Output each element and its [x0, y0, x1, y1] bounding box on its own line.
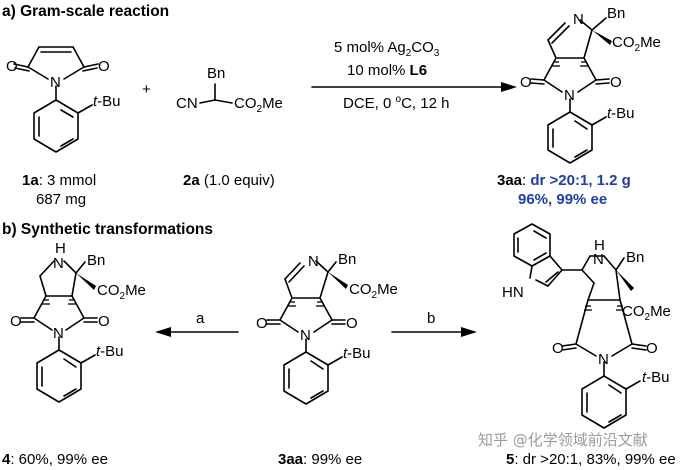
label-3aa-yield: 96%, 99% ee: [518, 191, 607, 208]
atom-O: O: [646, 340, 658, 357]
arrow-b-label: b: [427, 310, 435, 327]
atom-H: H: [55, 240, 66, 257]
atom-Bn: Bn: [626, 249, 644, 266]
atom-N: N: [593, 251, 604, 268]
transformation-arrow-a: [155, 327, 239, 337]
atom-O: O: [6, 58, 18, 75]
atom-O: O: [610, 74, 622, 91]
compound-4-structure: H N Bn CO2Me O O N t-Bu: [10, 240, 146, 403]
atom-Bn: Bn: [207, 65, 225, 82]
atom-N: N: [564, 87, 575, 104]
compound-2a-structure: Bn CN CO2Me: [176, 65, 283, 115]
tbu-label: t-Bu: [343, 345, 371, 362]
ester-label: CO2Me: [234, 95, 283, 115]
compound-1a-structure: O O N t-Bu: [6, 46, 121, 153]
atom-O: O: [98, 313, 110, 330]
tbu-label: t-Bu: [642, 369, 670, 386]
atom-N: N: [573, 11, 584, 28]
atom-N: N: [50, 74, 61, 91]
tbu-label: t-Bu: [607, 105, 635, 122]
label-3aa: 3aa: dr >20:1, 1.2 g: [497, 172, 631, 189]
condition-catalyst: 5 mol% Ag2CO3: [334, 39, 440, 59]
ester-label: CO2Me: [349, 281, 398, 301]
isocyano-label: CN: [176, 95, 198, 112]
condition-ligand: 10 mol% L6: [347, 62, 427, 79]
atom-O: O: [98, 58, 110, 75]
atom-O: O: [10, 313, 22, 330]
label-2a: 2a (1.0 equiv): [183, 172, 275, 189]
ester-label: CO2Me: [622, 303, 671, 323]
atom-N: N: [53, 325, 64, 342]
reaction-arrow: [311, 82, 517, 92]
atom-Bn: Bn: [338, 251, 356, 268]
compound-5-structure: HN H N Bn CO2Me O O N t-Bu: [502, 223, 671, 429]
atom-H: H: [594, 237, 605, 254]
ester-label: CO2Me: [97, 282, 146, 302]
label-5: 5: dr >20:1, 83%, 99% ee: [506, 451, 676, 468]
label-4: 4: 60%, 99% ee: [2, 451, 108, 468]
transformation-arrow-b: [391, 327, 477, 337]
atom-O: O: [256, 315, 268, 332]
tbu-label: t-Bu: [93, 93, 121, 110]
watermark: 知乎 @化学领域前沿文献: [478, 431, 648, 449]
label-1a: 1a: 3 mmol: [22, 172, 96, 189]
atom-O: O: [346, 315, 358, 332]
plus-sign: +: [142, 81, 151, 98]
arrow-a-label: a: [196, 310, 205, 327]
indole-NH: HN: [502, 284, 524, 301]
condition-solvent-temp: DCE, 0 oC, 12 h: [343, 94, 449, 112]
tbu-label: t-Bu: [96, 343, 124, 360]
atom-Bn: Bn: [87, 252, 105, 269]
section-b-heading: b) Synthetic transformations: [2, 221, 213, 238]
atom-N: N: [53, 255, 64, 272]
label-1a-mass: 687 mg: [36, 191, 86, 208]
atom-N: N: [598, 351, 609, 368]
product-3aa-structure: N Bn CO2Me O O N t-Bu: [520, 5, 661, 164]
ester-label: CO2Me: [612, 34, 661, 54]
atom-Bn: Bn: [607, 5, 625, 22]
atom-O: O: [520, 74, 532, 91]
atom-O: O: [552, 340, 564, 357]
label-3aa-b: 3aa: 99% ee: [278, 451, 362, 468]
atom-N: N: [300, 327, 311, 344]
compound-3aa-structure: N Bn CO2Me O O N t-Bu: [256, 251, 398, 405]
atom-N: N: [308, 253, 319, 270]
section-a-heading: a) Gram-scale reaction: [2, 3, 169, 20]
